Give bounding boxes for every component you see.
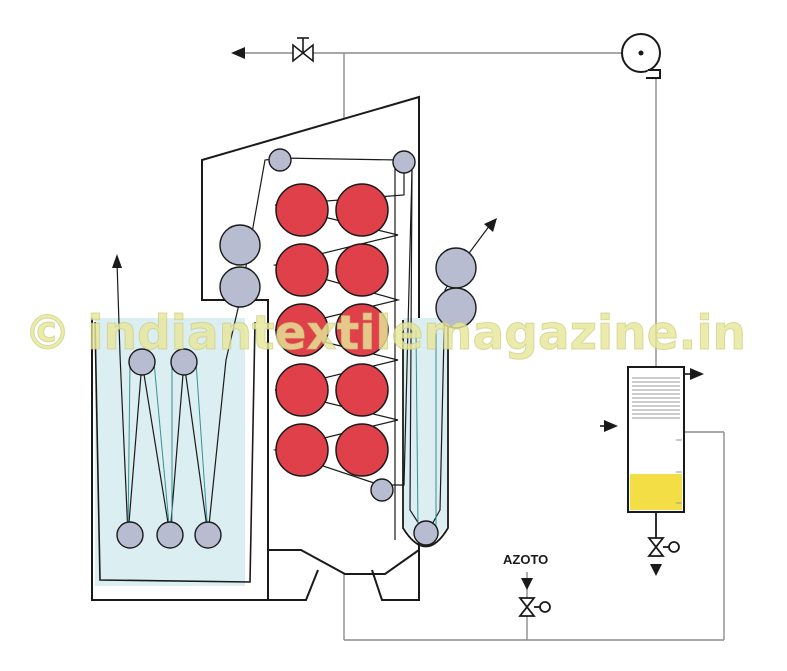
fabric-exit-left — [116, 261, 121, 356]
right-trough — [402, 318, 449, 548]
teal-strand — [415, 329, 419, 529]
trough-liquor — [403, 318, 448, 543]
fabric-left-tank — [119, 299, 241, 536]
hopper-legs — [267, 550, 420, 601]
teal-strand — [153, 361, 171, 536]
top-right-guide-roller — [392, 150, 416, 174]
column-top-outlet-arrowhead-icon — [690, 368, 704, 380]
left-squeeze-roller — [219, 224, 261, 266]
tank-top-roller — [128, 348, 156, 376]
separator-column — [627, 366, 685, 513]
azoto-valve-body — [518, 597, 536, 617]
pump-hub — [638, 50, 644, 56]
trough-outline — [402, 320, 449, 548]
column-drain-valve-body — [647, 537, 665, 557]
pump-icon — [621, 33, 661, 79]
fabric-teal-strands — [127, 329, 437, 536]
tank-outer-wall — [91, 318, 268, 601]
column-yellow-liquid — [630, 474, 682, 510]
fabric-exit-right-arrowhead-icon — [484, 218, 497, 232]
tank-bottom-roller — [156, 521, 184, 549]
teal-strand — [127, 361, 131, 536]
red-drum — [335, 243, 389, 297]
top-left-guide-roller — [268, 148, 292, 172]
arrows — [112, 47, 704, 590]
red-drums — [275, 183, 389, 477]
red-drum — [275, 423, 329, 477]
azoto-label: AZOTO — [503, 552, 548, 567]
red-drum — [335, 363, 389, 417]
grey-rollers — [116, 148, 477, 549]
red-drum — [335, 303, 389, 357]
right-squeeze-roller — [435, 287, 477, 329]
column-bottom-outlet-arrowhead-icon — [650, 564, 662, 576]
left-outlet-arrowhead-icon — [231, 47, 245, 59]
red-drum — [275, 303, 329, 357]
fabric-exit-left-arrowhead-icon — [112, 254, 122, 268]
watermark-text: © indiantextilemagazine.in — [24, 306, 746, 361]
azoto-arrowhead-icon — [521, 578, 533, 590]
right-hopper-leg — [371, 550, 420, 601]
left-squeeze-roller — [219, 266, 261, 308]
red-drum — [275, 363, 329, 417]
arrow-stems — [600, 373, 692, 427]
azoto-valve-icon — [518, 597, 551, 617]
bottom-guide-roller — [370, 478, 394, 502]
top-valve-icon — [292, 37, 314, 63]
pump-outlet — [646, 69, 661, 79]
column-level-ticks — [676, 439, 682, 504]
red-drum — [275, 243, 329, 297]
tank-bottom-roller — [116, 521, 144, 549]
left-hopper-leg — [267, 550, 319, 601]
right-squeeze-roller — [435, 247, 477, 289]
trough-bottom-roller — [413, 520, 439, 546]
azoto-valve-actuator — [539, 601, 551, 613]
tank-bottom-roller — [194, 521, 222, 549]
column-drain-valve-actuator — [668, 541, 680, 553]
red-drum — [335, 183, 389, 237]
tank-top-roller — [170, 348, 198, 376]
teal-strand — [195, 361, 209, 536]
column-side-inlet-arrowhead-icon — [604, 420, 618, 432]
red-drum — [275, 183, 329, 237]
tank-inner-wall — [94, 321, 256, 583]
column-packing — [632, 377, 680, 419]
red-drum — [335, 423, 389, 477]
column-drain-valve-icon — [647, 512, 680, 557]
